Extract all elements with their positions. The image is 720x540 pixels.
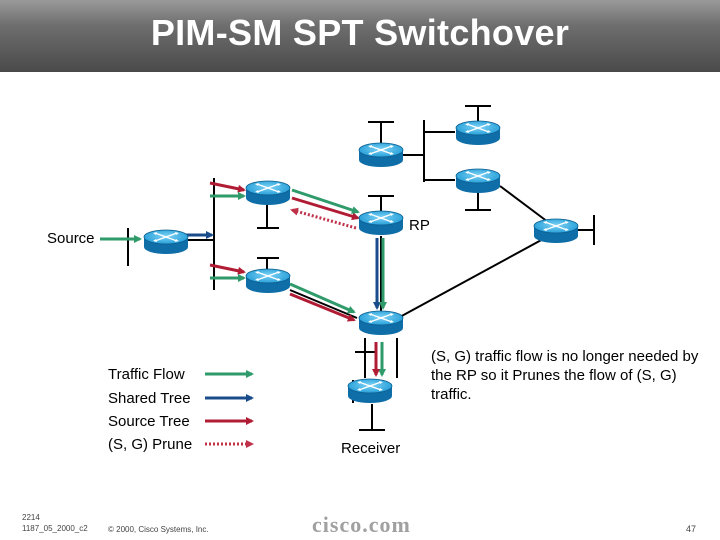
- legend-sg-prune: (S, G) Prune: [108, 436, 193, 453]
- rp-label: RP: [409, 217, 430, 234]
- title-bar: [0, 0, 720, 72]
- router-mid-right: [455, 168, 501, 194]
- legend-lines: [205, 370, 254, 448]
- page-number: 47: [686, 524, 697, 534]
- router-source: [143, 229, 189, 255]
- footer-copyright: © 2000, Cisco Systems, Inc.: [108, 525, 209, 534]
- footer-code-1: 2214: [22, 513, 40, 522]
- legend-source-tree: Source Tree: [108, 413, 190, 430]
- cisco-logo: cisco.com: [312, 512, 411, 537]
- router-lower-left: [245, 268, 291, 294]
- slide-title: PIM-SM SPT Switchover: [150, 12, 570, 53]
- source-label: Source: [47, 230, 95, 247]
- router-top-right: [455, 120, 501, 146]
- router-top: [358, 142, 404, 168]
- receiver-label: Receiver: [341, 440, 401, 457]
- legend-shared-tree: Shared Tree: [108, 390, 191, 407]
- router-middle: [358, 310, 404, 336]
- footer-code-2: 1187_05_2000_c2: [22, 524, 88, 533]
- legend-traffic-flow: Traffic Flow: [108, 366, 185, 383]
- router-receiver: [347, 378, 393, 404]
- traffic-arrows: [100, 181, 387, 377]
- router-far-right: [533, 218, 579, 244]
- explanation-note: (S, G) traffic flow is no longer needed …: [431, 348, 699, 403]
- router-rp: [358, 210, 404, 236]
- router-upper-left: [245, 180, 291, 206]
